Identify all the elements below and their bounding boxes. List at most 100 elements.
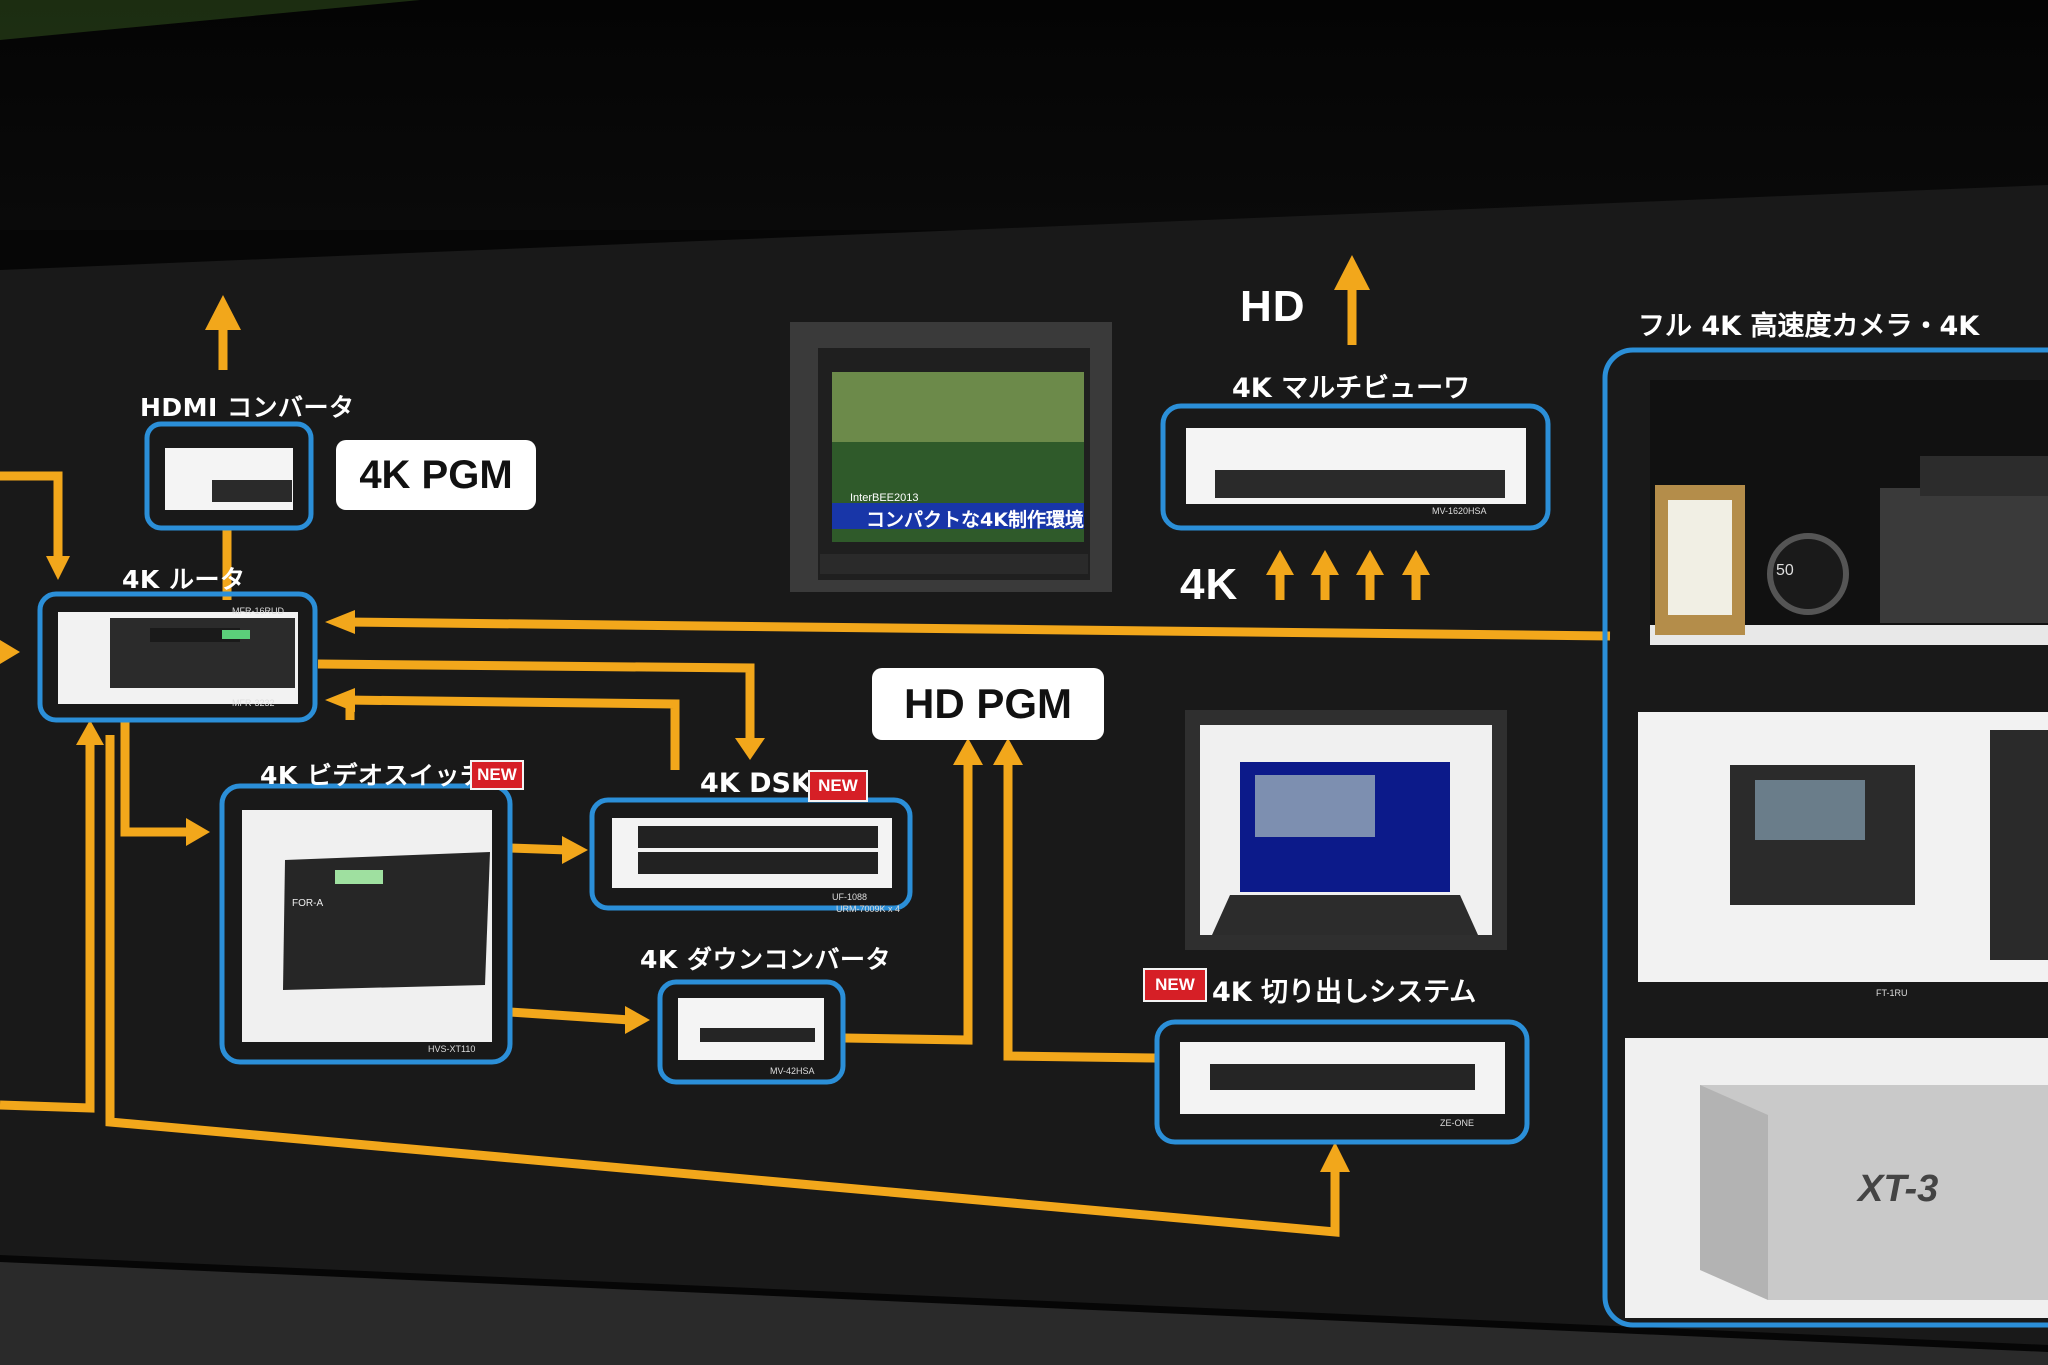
monitor-controls bbox=[820, 554, 1088, 574]
devices bbox=[110, 470, 1505, 1090]
arrowhead-4k-1 bbox=[1266, 550, 1294, 575]
arrowhead-hdpgm-1 bbox=[953, 738, 983, 765]
frame-hdmi-converter bbox=[144, 421, 314, 531]
label-4k-dsk: 4K DSK bbox=[700, 768, 812, 799]
arrowhead-router-in bbox=[46, 556, 70, 580]
label-hd-out: HD bbox=[1240, 282, 1306, 331]
arrowhead-dsk-return bbox=[325, 688, 355, 712]
switcher-display bbox=[335, 870, 383, 884]
frame-dsk bbox=[589, 797, 913, 911]
arrowhead-downconv bbox=[625, 1006, 650, 1034]
server-logo: XT-3 bbox=[1858, 1168, 1939, 1210]
laptop-window bbox=[1255, 775, 1375, 837]
dsk-unit-1 bbox=[638, 826, 878, 848]
camera-top bbox=[1920, 456, 2048, 496]
arrowhead-4k-4 bbox=[1402, 550, 1430, 575]
arrow-bottom-loop bbox=[105, 735, 1340, 1237]
model-switcher: HVS-XT110 bbox=[428, 1044, 476, 1054]
label-4k-switcher: 4K ビデオスイッチャ bbox=[260, 761, 511, 790]
downconv-unit bbox=[700, 1028, 815, 1042]
arrow-switcher-downconv bbox=[509, 1007, 631, 1025]
pill-hd-pgm: HD PGM bbox=[872, 668, 1104, 740]
frame-router bbox=[37, 591, 318, 723]
frame-crop-system bbox=[1154, 1019, 1530, 1145]
arrow-downconv-hdpgm bbox=[844, 760, 973, 1045]
badge-new-dsk: NEW bbox=[808, 770, 868, 802]
arrowhead-left bbox=[0, 640, 20, 664]
laptop-display bbox=[1185, 710, 1507, 950]
monitor-display bbox=[790, 322, 1112, 592]
lens-mark: 50 bbox=[1776, 562, 1794, 579]
server-side bbox=[1700, 1085, 1768, 1300]
server-box bbox=[1700, 1085, 2048, 1300]
camera-shelves bbox=[1625, 380, 2048, 1318]
ceiling bbox=[0, 0, 2048, 230]
label-camera-header: フル 4K 高速度カメラ・4K bbox=[1638, 311, 1980, 342]
dsk-unit-2 bbox=[638, 852, 878, 874]
arrowhead-4k-3 bbox=[1356, 550, 1384, 575]
frame-multiviewer bbox=[1160, 403, 1551, 531]
arrowhead-return bbox=[325, 610, 355, 634]
arrow-router-switcher bbox=[120, 720, 190, 837]
laptop-base bbox=[1212, 895, 1478, 935]
arrow-dsk-return bbox=[344, 695, 680, 770]
model-dsk: UF-1088 bbox=[832, 892, 868, 902]
ambient-light bbox=[0, 0, 420, 40]
model-router-card: MFR-16RUD bbox=[232, 606, 285, 616]
arrowhead-switcher-dsk bbox=[562, 836, 588, 864]
router-panel bbox=[150, 628, 240, 642]
device-frames bbox=[37, 347, 2048, 1328]
monitor-event-text: InterBEE2013 bbox=[850, 492, 919, 504]
model-crop-system: ZE-ONE bbox=[1440, 1118, 1475, 1128]
arrowhead-crop-up bbox=[1320, 1142, 1350, 1172]
frame-camera-area bbox=[1602, 347, 2048, 1328]
pill-4k-pgm: 4K PGM bbox=[336, 440, 536, 510]
arrowhead-hdpgm-2 bbox=[993, 738, 1023, 765]
arrow-left-loop bbox=[0, 740, 95, 1113]
model-dsk-2: URM-7009K x 4 bbox=[836, 904, 901, 914]
arrow-input-router bbox=[0, 471, 63, 560]
award-paper bbox=[1668, 500, 1732, 615]
hdmi-converter-unit bbox=[212, 480, 292, 502]
model-brand: FOR-A bbox=[292, 898, 324, 909]
flow-arrows bbox=[0, 280, 1611, 1237]
arrowhead-4k-2 bbox=[1311, 550, 1339, 575]
switcher-panel bbox=[283, 852, 490, 990]
model-multiviewer: MV-1620HSA bbox=[1432, 506, 1487, 516]
label-4k-multiviewer: 4K マルチビューワ bbox=[1232, 373, 1471, 404]
arrow-router-dsk bbox=[317, 659, 755, 740]
arrowhead-dsk bbox=[735, 738, 765, 760]
model-downconverter: MV-42HSA bbox=[770, 1066, 815, 1076]
camera-body bbox=[1880, 488, 2048, 623]
model-camera-ctrl: FT-1RU bbox=[1876, 988, 1908, 998]
label-4k-router: 4K ルータ bbox=[122, 565, 246, 594]
arrowhead-switcher bbox=[186, 818, 210, 846]
arrowhead-hdmi-up bbox=[205, 295, 241, 330]
badge-new-crop: NEW bbox=[1143, 968, 1207, 1002]
frame-switcher bbox=[219, 783, 513, 1065]
arrowhead-left-loop bbox=[76, 720, 104, 745]
monitor-caption-bar bbox=[832, 503, 1084, 529]
floor-edge bbox=[0, 1262, 2048, 1365]
arrow-return-main bbox=[344, 617, 1611, 641]
badge-new-switcher: NEW bbox=[470, 760, 524, 790]
router-display bbox=[222, 630, 250, 639]
arrow-switcher-dsk bbox=[509, 843, 569, 855]
shelf-1-light bbox=[1650, 625, 2048, 645]
arrow-crop-hdpgm bbox=[1003, 762, 1156, 1063]
arrowhead-hd-up bbox=[1334, 255, 1370, 290]
frame-downconverter bbox=[657, 979, 846, 1085]
controller-screen bbox=[1755, 780, 1865, 840]
control-panel bbox=[1990, 730, 2048, 960]
label-4k-in: 4K bbox=[1180, 560, 1239, 609]
crop-system-unit bbox=[1210, 1064, 1475, 1090]
label-hdmi-converter: HDMI コンバータ bbox=[140, 393, 355, 422]
monitor-sky bbox=[832, 372, 1084, 442]
label-4k-downconverter: 4K ダウンコンバータ bbox=[640, 945, 891, 974]
monitor-caption: コンパクトな4K制作環境 bbox=[866, 509, 1084, 531]
arrow-heads bbox=[0, 255, 1430, 1172]
model-router: MFR-3232 bbox=[232, 698, 275, 708]
camera-lens bbox=[1767, 533, 1849, 615]
